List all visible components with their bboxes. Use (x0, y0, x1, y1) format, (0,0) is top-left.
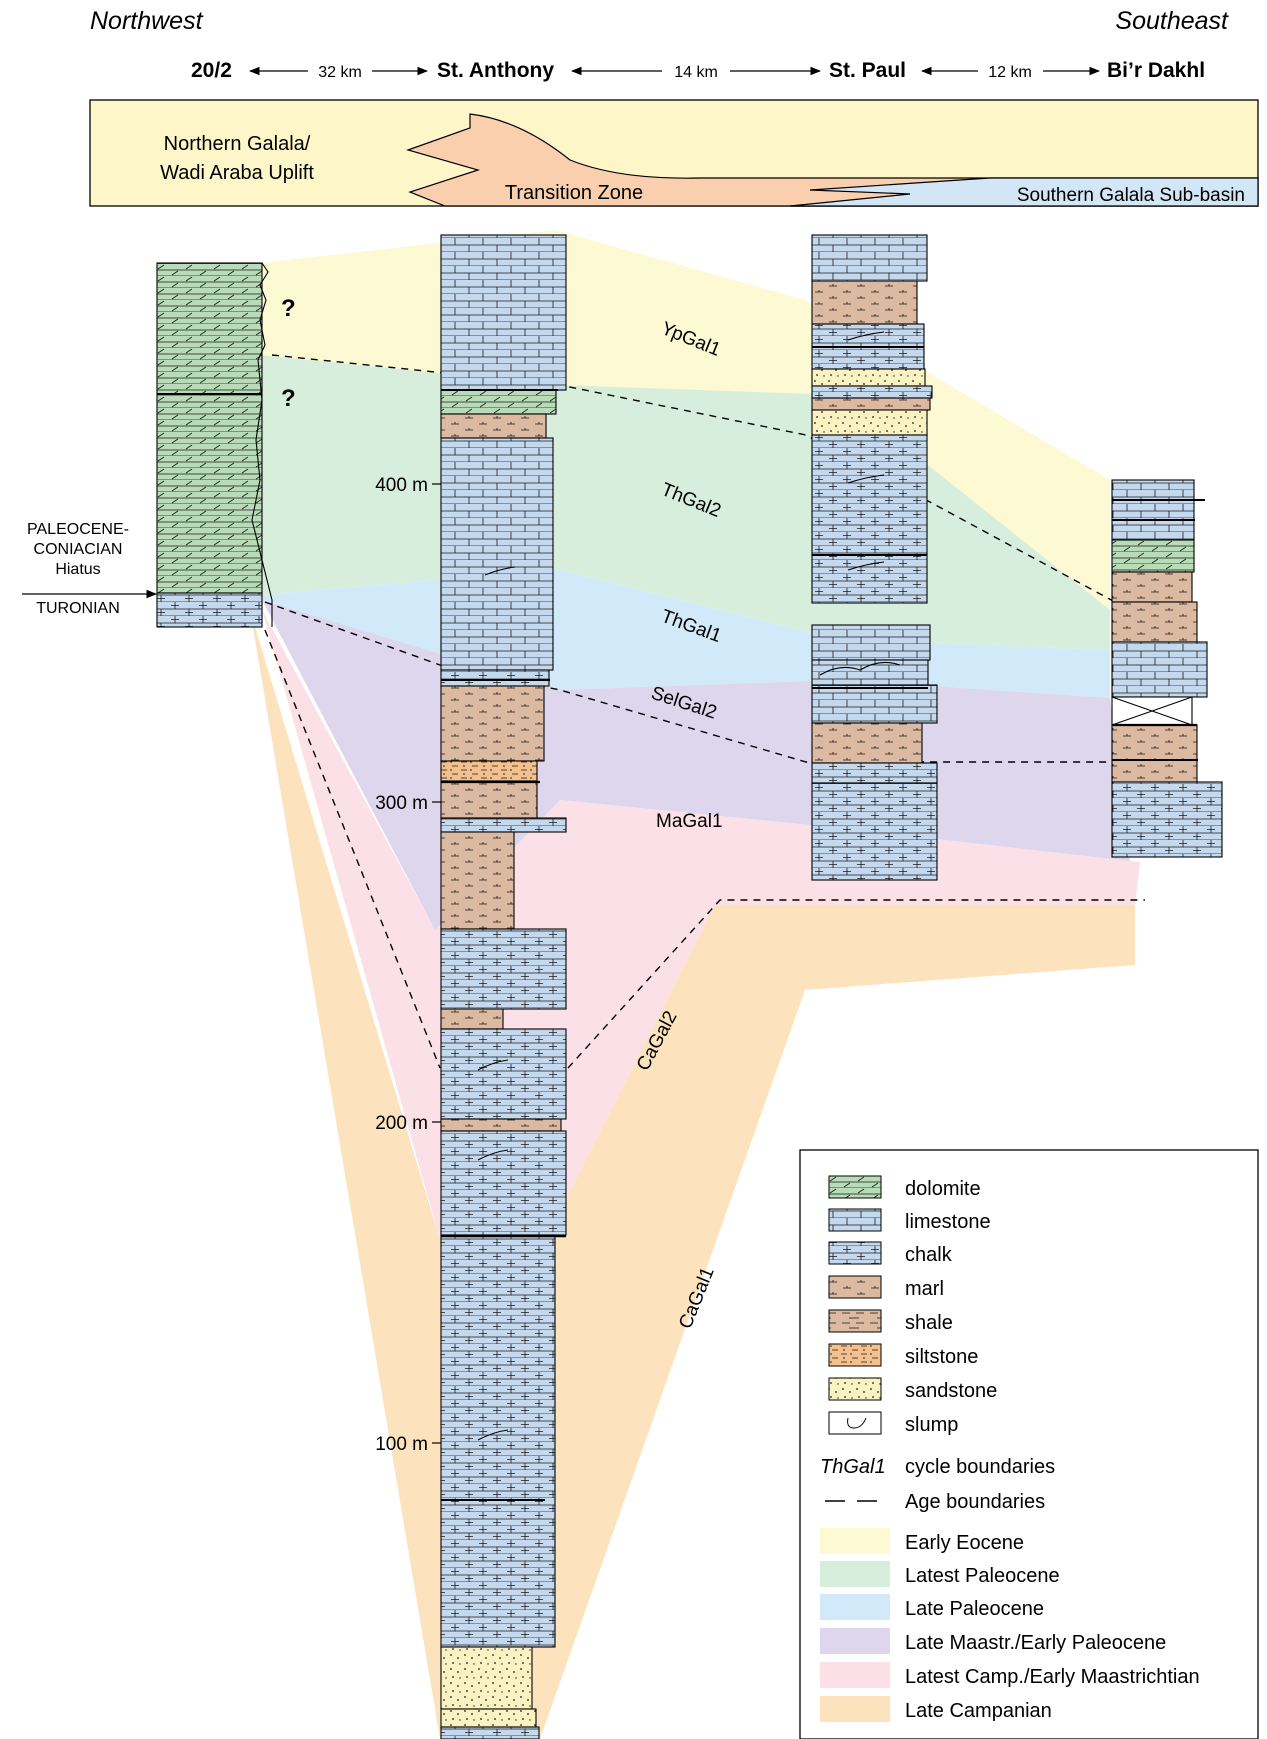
depth-tick-300: 300 m (375, 793, 428, 814)
column-st-paul-upper (811, 234, 933, 604)
northern-zone-line2: Wadi Araba Uplift (160, 162, 314, 184)
hiatus-line1: PALEOCENE- (27, 521, 129, 538)
legend-label-chalk: chalk (905, 1244, 953, 1266)
distance-labels: 32 km 14 km 12 km (318, 64, 1032, 81)
legend-label-limestone: limestone (905, 1211, 991, 1233)
northwest-label: Northwest (90, 7, 204, 35)
legend-cycle-label: cycle boundaries (905, 1456, 1055, 1478)
northern-zone-line1: Northern Galala/ (164, 133, 311, 155)
legend-label-marl: marl (905, 1278, 944, 1300)
depth-tick-400: 400 m (375, 475, 428, 496)
legend-label-late-campanian: Late Campanian (905, 1700, 1052, 1722)
age-boundary-line (567, 899, 1145, 1069)
legend-label-early-eocene: Early Eocene (905, 1532, 1024, 1554)
section-name-st-anthony: St. Anthony (437, 59, 554, 82)
distance-3: 12 km (988, 64, 1032, 81)
legend-label-sandstone: sandstone (905, 1380, 997, 1402)
slump-icon (847, 1417, 867, 1429)
legend-swatch-slump (828, 1411, 882, 1435)
column-st-anthony (440, 234, 567, 1739)
legend-cycle-key: ThGal1 (820, 1456, 886, 1478)
legend-label-latest-paleocene: Latest Paleocene (905, 1565, 1060, 1587)
depth-tick-200: 200 m (375, 1113, 428, 1134)
legend-swatch-latest-paleocene (820, 1561, 890, 1587)
column-st-paul-lower (811, 624, 938, 881)
distance-1: 32 km (318, 64, 362, 81)
legend: dolomite limestone chalk marl shale silt… (799, 1149, 1259, 1739)
legend-swatch-camp-maastrichtian (820, 1662, 890, 1688)
legend-label-late-paleocene: Late Paleocene (905, 1598, 1044, 1620)
southeast-label: Southeast (1115, 7, 1229, 35)
distance-2: 14 km (674, 64, 718, 81)
legend-swatch-siltstone (828, 1343, 882, 1367)
legend-label-dolomite: dolomite (905, 1178, 981, 1200)
hiatus-labels: PALEOCENE- CONIACIAN Hiatus TURONIAN (27, 521, 129, 617)
section-name-bir-dakhl: Bi’r Dakhl (1107, 59, 1205, 82)
southern-subbasin-label: Southern Galala Sub-basin (1017, 185, 1245, 206)
legend-age-label: Age boundaries (905, 1491, 1045, 1513)
legend-swatch-limestone (828, 1208, 882, 1232)
legend-swatch-maastr-paleocene (820, 1628, 890, 1654)
section-name-20-2: 20/2 (191, 59, 232, 82)
legend-label-siltstone: siltstone (905, 1346, 978, 1368)
hiatus-line4: TURONIAN (36, 600, 120, 617)
zone-strip: Northern Galala/ Wadi Araba Uplift Trans… (89, 99, 1259, 207)
legend-swatch-dolomite (828, 1175, 882, 1199)
column-20-2 (156, 262, 273, 628)
hiatus-line2: CONIACIAN (34, 541, 123, 558)
legend-swatch-shale (828, 1309, 882, 1333)
age-boundary-line (271, 354, 1116, 603)
question-mark-lower: ? (281, 385, 296, 412)
section-names: 20/2 St. Anthony St. Paul Bi’r Dakhl (191, 59, 1205, 82)
legend-swatch-early-eocene (820, 1528, 890, 1554)
column-bir-dakhl (1111, 479, 1223, 858)
legend-swatch-late-paleocene (820, 1594, 890, 1620)
legend-label-shale: shale (905, 1312, 953, 1334)
age-boundary-line (264, 629, 441, 1069)
depth-axis: 400 m 300 m 200 m 100 m (375, 475, 441, 1455)
question-mark-upper: ? (281, 295, 296, 322)
section-name-st-paul: St. Paul (829, 59, 906, 82)
legend-swatch-sandstone (828, 1377, 882, 1401)
legend-label-slump: slump (905, 1414, 958, 1436)
transition-zone-label: Transition Zone (505, 182, 643, 204)
legend-swatch-chalk (828, 1241, 882, 1265)
legend-swatch-late-campanian (820, 1696, 890, 1722)
cycle-magal1: MaGal1 (656, 811, 723, 832)
legend-swatch-marl (828, 1275, 882, 1299)
hiatus-line3: Hiatus (55, 561, 100, 578)
legend-label-camp-maastrichtian: Latest Camp./Early Maastrichtian (905, 1666, 1200, 1688)
legend-label-maastr-paleocene: Late Maastr./Early Paleocene (905, 1632, 1166, 1654)
depth-tick-100: 100 m (375, 1434, 428, 1455)
